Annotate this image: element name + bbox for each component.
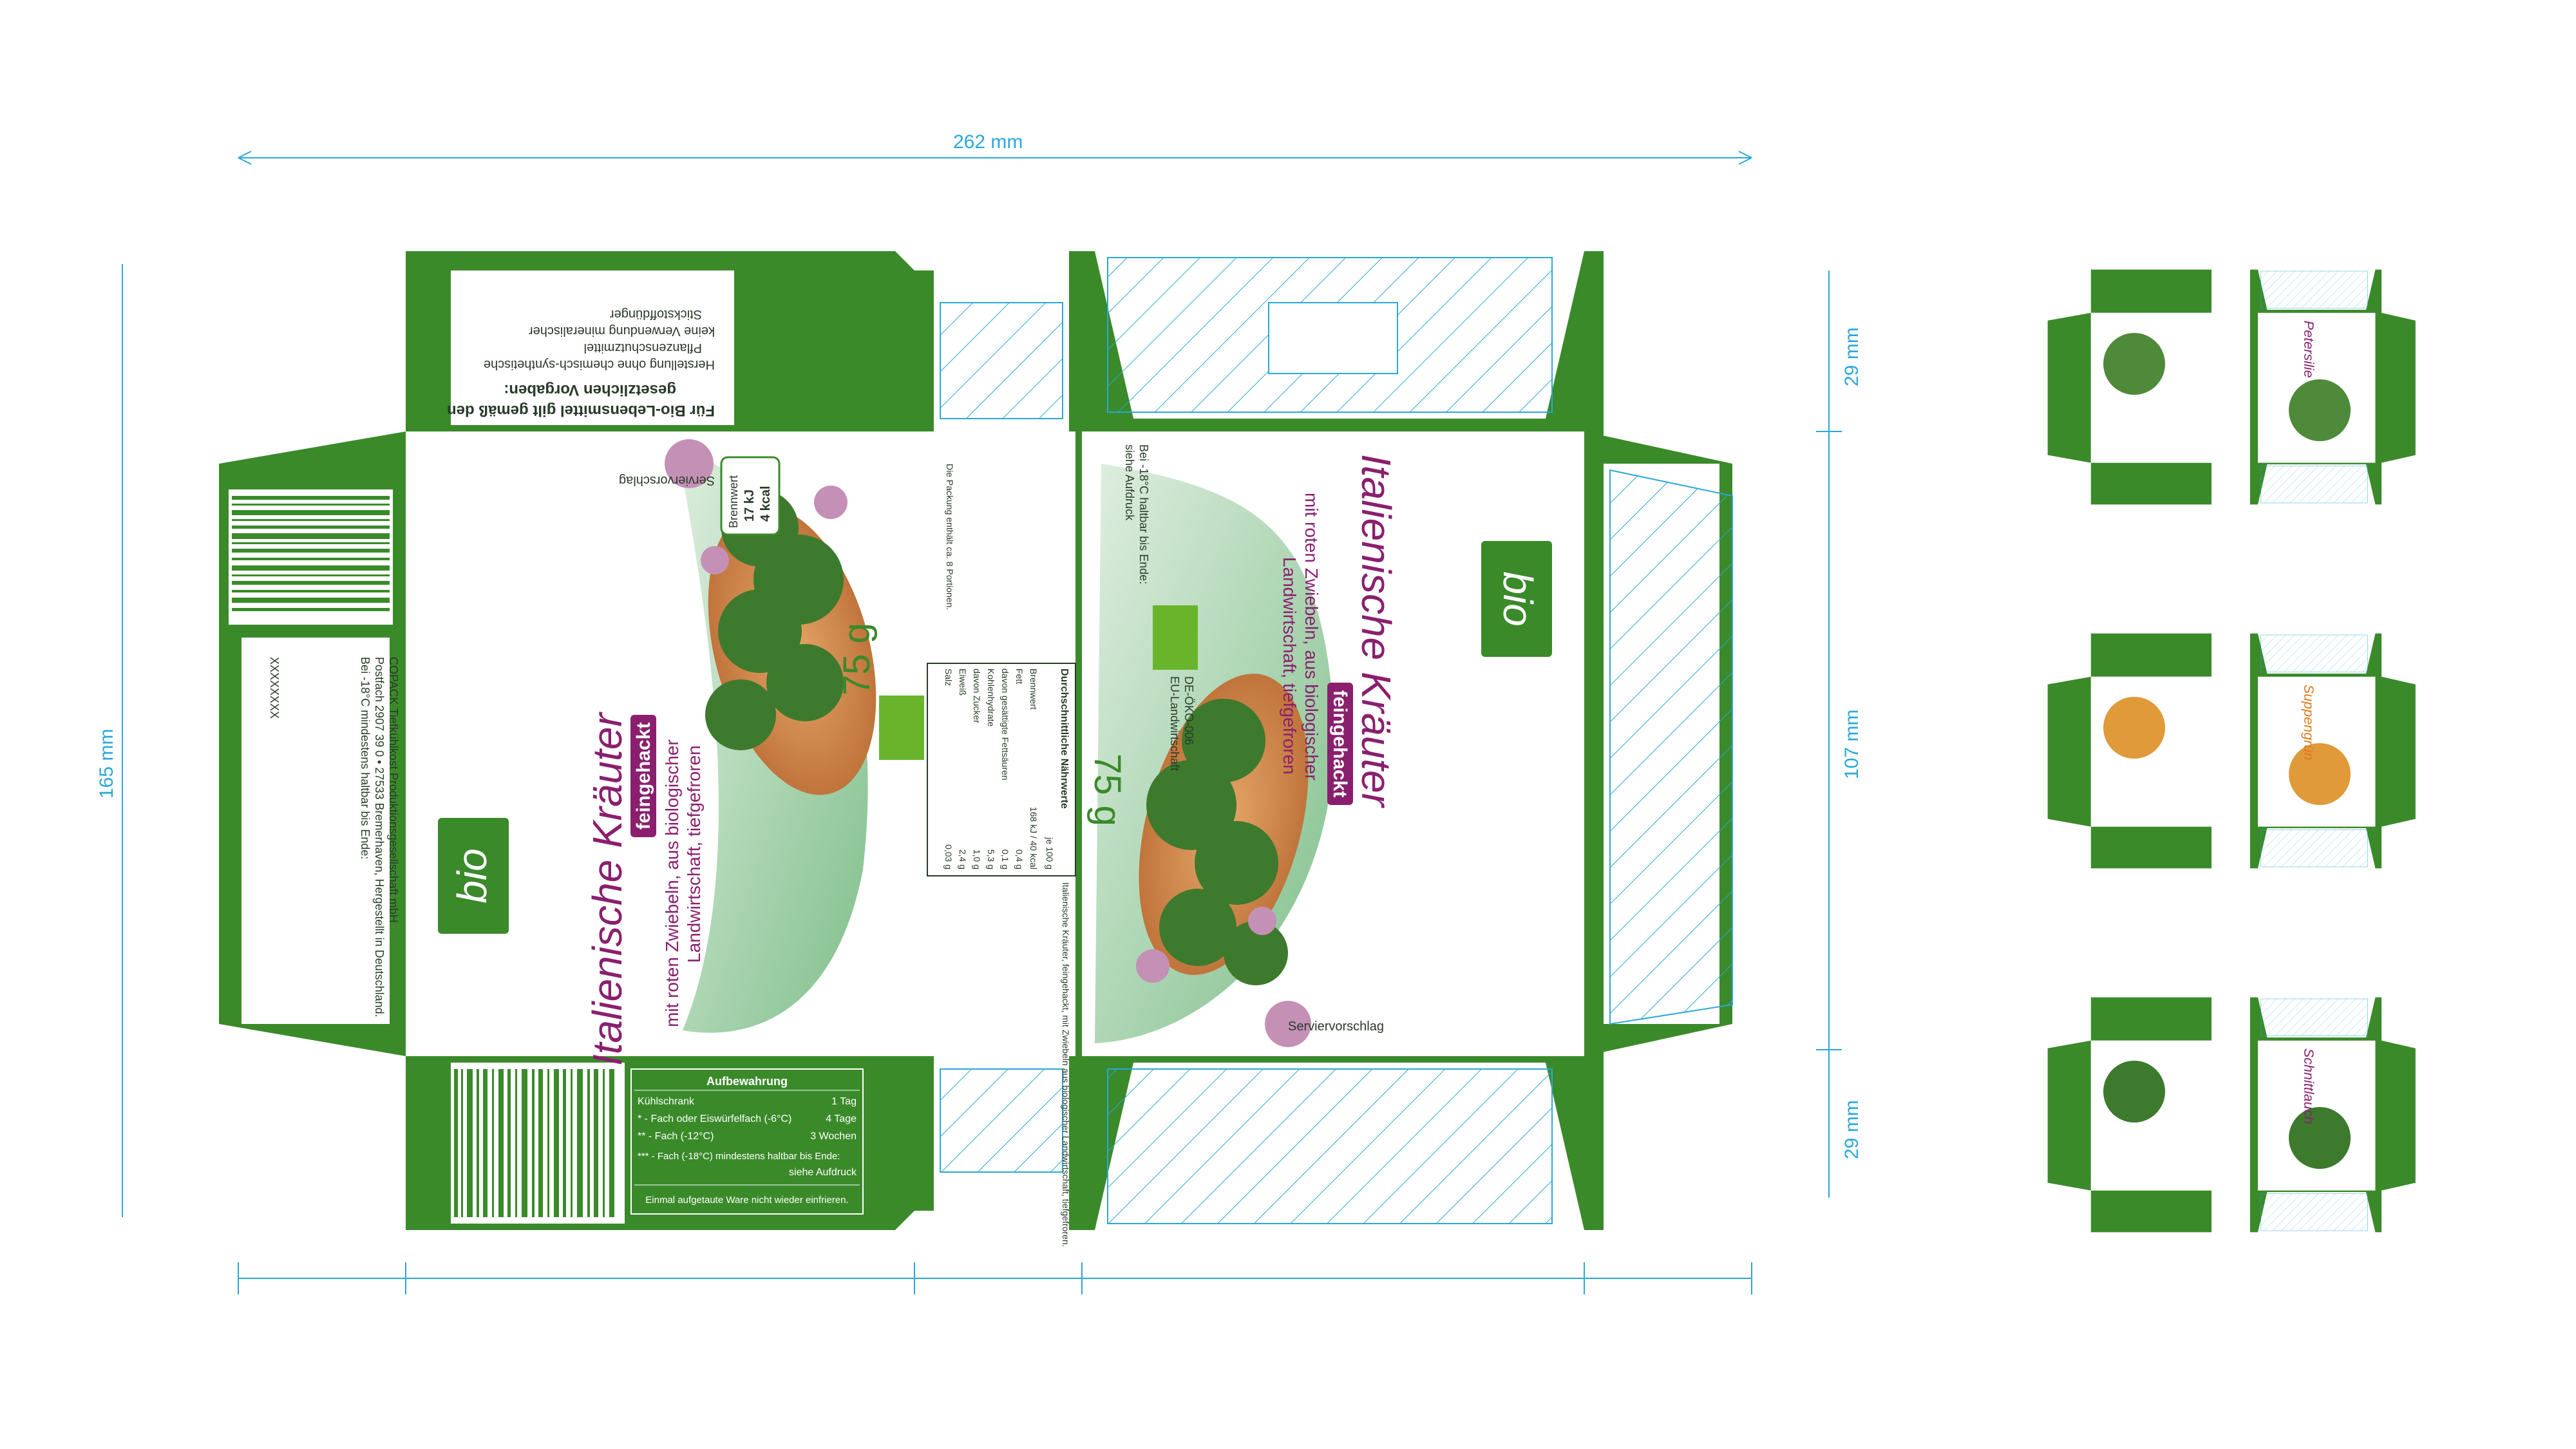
storage-footer: Einmal aufgetaute Ware nicht wieder einf… (645, 1195, 848, 1206)
thumbnail-3-title: Schnittlauch (2301, 1048, 2317, 1124)
eu-leaf-back: DE-ÖKO-006 EU-Landwirtschaft (1153, 605, 1198, 771)
energy-kj: 17 kJ (743, 489, 757, 522)
bio-logo-back: bio (1481, 541, 1552, 657)
flap-line-1: Für Bio-Lebensmittel gilt gemäß den (447, 402, 715, 419)
svg-text:168 kJ / 40 kcal: 168 kJ / 40 kcal (1028, 807, 1039, 869)
product-subtitle-2: Landwirtschaft, tiefgefroren (684, 745, 704, 963)
storage-row-2-value: 4 Tage (826, 1113, 857, 1124)
storage-row-3-value: 3 Wochen (810, 1131, 857, 1142)
portion-text: Die Packung enthält ca. 8 Portionen. (945, 464, 955, 610)
product-title: Italienische Kräuter (584, 711, 630, 1066)
product-subtitle-1: mit roten Zwiebeln, aus biologischer (662, 739, 682, 1027)
glue-area-1 (940, 302, 1063, 419)
svg-text:Eiweiß: Eiweiß (958, 668, 968, 696)
dim-bottom-flap-text: 29 mm (1841, 1100, 1862, 1159)
svg-text:Kohlenhydrate: Kohlenhydrate (986, 668, 996, 727)
svg-text:5,3 g: 5,3 g (986, 849, 996, 869)
glue-area-2 (940, 1068, 1063, 1173)
dim-top-flap-text: 29 mm (1841, 327, 1862, 386)
glue-area-right (1609, 469, 1733, 1025)
dimension-bottom (238, 1262, 1752, 1294)
nutrition-table: Durchschnittliche Nährwerte je 100 g Bre… (927, 464, 1076, 1247)
thumbnail-3: Schnittlauch (2047, 997, 2416, 1233)
back-title-block: Italienische Kräuter feingehackt mit rot… (1280, 454, 1399, 809)
svg-text:Serviervorschlag: Serviervorschlag (1288, 1019, 1384, 1034)
dim-total-height-text: 165 mm (96, 729, 117, 799)
flap-bullet-3: keine Verwendung mineralischer (529, 324, 715, 338)
barcode-left (229, 489, 393, 625)
flap-bullet-1: Herstellung ohne chemisch-synthetische (484, 357, 715, 372)
dim-body-height-text: 107 mm (1841, 710, 1862, 779)
flap-bullet-4: Stickstoffdünger (610, 307, 702, 321)
flap-line-2: gesetzlichen Vorgaben: (504, 381, 676, 399)
svg-text:davon Zucker: davon Zucker (972, 668, 982, 723)
svg-text:DE-ÖKO-006: DE-ÖKO-006 (1182, 676, 1195, 745)
dimension-total-width: 262 mm (238, 131, 1752, 165)
thumbnail-1: Petersilie (2047, 269, 2416, 505)
dieline-main: bio Italienische Kräuter feingehackt mit… (219, 251, 1733, 1247)
front-weight: 75 g (836, 623, 878, 696)
svg-text:2,4 g: 2,4 g (958, 849, 968, 869)
svg-text:Salz: Salz (943, 668, 954, 686)
dimension-right: 29 mm 107 mm 29 mm (1816, 270, 1862, 1198)
back-product-title: Italienische Kräuter (1353, 454, 1399, 809)
product-badge: feingehackt (633, 723, 654, 830)
storage-row-2-label: * - Fach oder Eiswürfelfach (-6°C) (638, 1113, 791, 1124)
front-title-block: Italienische Kräuter feingehackt mit rot… (584, 711, 704, 1066)
storage-title: Aufbewahrung (706, 1075, 788, 1088)
side-line-1: COPACK Tiefkühlkost Produktionsgesellsch… (387, 657, 400, 923)
glue-area-bottom (1107, 1068, 1553, 1224)
side-left-text: XXXXXXXX COPACK Tiefkühlkost Produktions… (268, 657, 400, 1018)
side-code: XXXXXXXX (268, 657, 281, 719)
side-line-3: Bei -18°C mindestens haltbar bis Ende: (359, 657, 372, 859)
serving-hint-back: Serviervorschlag (1288, 1019, 1384, 1034)
storage-table: Aufbewahrung Kühlschrank 1 Tag * - Fach … (630, 1068, 864, 1215)
back-weight: 75 g (1086, 753, 1128, 826)
thumbnail-1-title: Petersilie (2301, 321, 2317, 378)
svg-text:Fett: Fett (1014, 668, 1025, 684)
storage-row-4-label: *** - Fach (-18°C) mindestens haltbar bi… (638, 1151, 840, 1162)
svg-text:Bei -18°C haltbar bis Ende:: Bei -18°C haltbar bis Ende: (1137, 444, 1150, 584)
svg-text:0,4 g: 0,4 g (1014, 849, 1025, 869)
svg-text:siehe Aufdruck: siehe Aufdruck (1123, 444, 1136, 521)
side-line-2: Postfach 2907 39 0 • 27533 Bremerhaven, … (373, 657, 386, 1018)
dim-total-width-text: 262 mm (953, 131, 1023, 153)
svg-text:0,1 g: 0,1 g (1000, 849, 1010, 869)
bio-logo-front: bio (438, 818, 509, 934)
barcode-bottom (451, 1063, 625, 1224)
svg-text:davon gesättigte Fettsäuren: davon gesättigte Fettsäuren (1000, 668, 1010, 781)
nutrition-col: je 100 g (1045, 837, 1055, 869)
storage-row-4-value: siehe Aufdruck (789, 1167, 857, 1178)
energy-kcal: 4 kcal (759, 486, 773, 522)
thumbnail-2-title: Suppengrün (2301, 685, 2317, 761)
back-chill-note: Bei -18°C haltbar bis Ende: siehe Aufdru… (1123, 444, 1150, 584)
storage-row-1-label: Kühlschrank (638, 1096, 695, 1107)
serving-hint-front: Serviervorschlag (619, 473, 715, 488)
svg-text:Brennwert: Brennwert (1028, 668, 1039, 710)
energy-label: Brennwert (727, 475, 740, 528)
bio-logo-text: bio (449, 848, 495, 903)
storage-row-3-label: ** - Fach (-12°C) (638, 1131, 714, 1142)
svg-text:1,0 g: 1,0 g (972, 849, 982, 869)
back-weight-text: 75 g (1086, 753, 1128, 826)
back-product-badge: feingehackt (1329, 690, 1350, 798)
storage-row-1-value: 1 Tag (831, 1096, 857, 1107)
weight-text: 75 g (836, 623, 878, 696)
nutrition-title: Durchschnittliche Nährwerte (1059, 668, 1070, 809)
back-subtitle-2: Landwirtschaft, tiefgefroren (1280, 557, 1300, 775)
svg-text:Serviervorschlag: Serviervorschlag (619, 473, 715, 488)
svg-text:0,03 g: 0,03 g (943, 844, 954, 869)
dimension-total-height: 165 mm (96, 264, 123, 1217)
bio-logo-back-text: bio (1495, 571, 1541, 626)
back-subtitle-1: mit roten Zwiebeln, aus biologischer (1302, 493, 1321, 781)
flap-legal-text: Für Bio-Lebensmittel gilt gemäß den gese… (447, 307, 715, 419)
ingredients-text: Italienische Kräuter, feingehackt, mit Z… (1061, 882, 1071, 1247)
flap-bullet-2: Pflanzenschutzmittel (584, 341, 702, 355)
thumbnail-2: Suppengrün (2047, 633, 2416, 869)
energy-badge: Brennwert 17 kJ 4 kcal (720, 456, 781, 536)
svg-text:EU-Landwirtschaft: EU-Landwirtschaft (1168, 676, 1181, 771)
